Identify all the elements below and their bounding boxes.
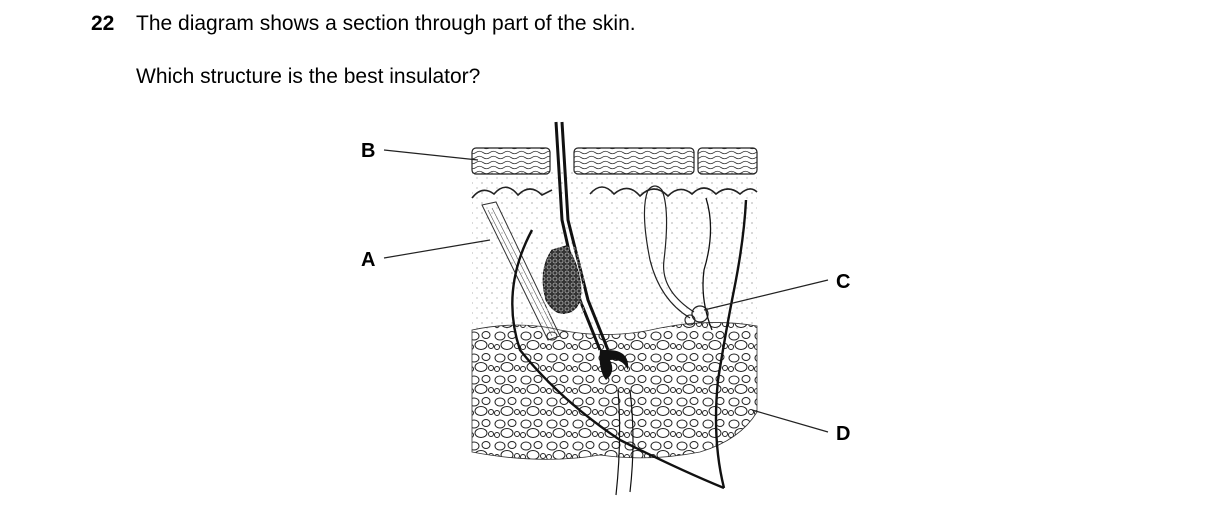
label-b: B xyxy=(361,140,375,162)
epidermis xyxy=(471,147,758,175)
label-c: C xyxy=(836,271,850,293)
erector-muscle xyxy=(481,201,561,341)
fat-layer xyxy=(471,322,758,460)
sweat-duct xyxy=(643,189,695,319)
sweat-gland xyxy=(691,305,709,323)
blood-vessels xyxy=(511,197,748,496)
question-prompt: Which structure is the best insulator? xyxy=(136,65,481,88)
label-a: A xyxy=(361,249,375,271)
label-leader-lines xyxy=(383,149,829,433)
question-text: The diagram shows a section through part… xyxy=(136,12,636,35)
label-d: D xyxy=(836,423,850,445)
question-number: 22 xyxy=(91,12,115,35)
dermis-boundary xyxy=(471,186,758,199)
